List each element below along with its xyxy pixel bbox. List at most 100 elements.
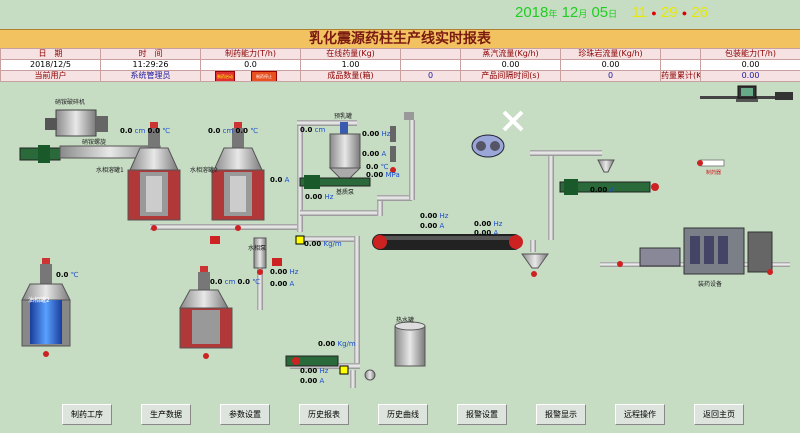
clock-month: 12 (561, 4, 579, 21)
interval-label: 产品间隔时间(s) (460, 70, 561, 82)
clock-hour: 11 (631, 4, 648, 21)
reading-oil-temp: 0.0 ℃ (56, 271, 79, 279)
product-count-value: 0 (400, 70, 461, 82)
tank2-label: 水相溶罐2 (190, 166, 218, 174)
col-blank (660, 48, 701, 60)
table-header-row: 日 期 时 间 制药能力(T/h) 在线药量(Kg) 蒸汽流量(Kg/h) 珍珠… (0, 48, 800, 60)
total-label: 药量累计(Kg) (660, 70, 701, 82)
bottom-pump (285, 355, 376, 381)
date-time-display: 2018年 12月 05日 11 ● 29 ● 26 (515, 4, 708, 21)
reading-temp: 0.0 ℃ (366, 163, 389, 171)
col-time: 时 间 (100, 48, 201, 60)
parameter-settings-button[interactable]: 参数设置 (220, 404, 270, 425)
reading-level-1: 0.0 cm 0.0 ℃ (120, 127, 171, 135)
hot-tank-label: 热水罐 (396, 316, 414, 324)
clock-year-unit: 年 (548, 9, 558, 19)
crusher-label: 硝铵破碎机 (55, 98, 85, 106)
cell-pack: 0.00 (700, 59, 800, 71)
reading-premix-hz: 0.00 Hz (362, 130, 391, 138)
water-pump-label: 水相泵 (248, 244, 266, 252)
reading-belt-hz: 0.00 Hz (420, 212, 449, 220)
history-report-button[interactable]: 历史报表 (299, 404, 349, 425)
total-value: 0.00 (700, 70, 800, 82)
premix-tank: 预乳罐 (328, 112, 362, 181)
process-button[interactable]: 制药工序 (62, 404, 112, 425)
process-diagram: 硝铵破碎机 硝铵螺旋 水相溶罐1 水相溶罐2 (19, 85, 793, 388)
page-title: 乳化震源药柱生产线实时报表 (0, 29, 800, 49)
ammonium-crusher: 硝铵破碎机 (45, 98, 108, 137)
reading-hot-hz: 0.00 Hz (300, 367, 329, 375)
cell-capacity: 0.0 (200, 59, 301, 71)
reading-level-2: 0.0 cm 0.0 ℃ (208, 127, 259, 135)
cutter-label: 制药器 (706, 169, 721, 176)
valve[interactable] (295, 235, 305, 245)
water-phase-tank-1: 水相溶罐1 (96, 122, 181, 231)
report-table: 日 期 时 间 制药能力(T/h) 在线药量(Kg) 蒸汽流量(Kg/h) 珍珠… (0, 48, 800, 82)
col-blank (400, 48, 461, 60)
conveyor-label: 硝铵螺旋 (82, 138, 106, 146)
instrument-column (390, 112, 414, 173)
col-steam: 蒸汽流量(Kg/h) (460, 48, 561, 60)
oil-phase-tank: 油相罐2 (21, 258, 71, 357)
production-data-button[interactable]: 生产数据 (141, 404, 191, 425)
reading-tank3: 0.0 cm 0.0 ℃ (210, 278, 261, 286)
cell-date: 2018/12/5 (0, 59, 101, 71)
valve[interactable] (272, 258, 282, 266)
user-value: 系统管理员 (100, 70, 201, 82)
oil-tank-label: 油相罐2 (28, 296, 50, 304)
valve[interactable] (210, 236, 220, 244)
table-row: 2018/12/5 11:29:26 0.0 1.00 0.00 0.00 0.… (0, 59, 800, 71)
belt-conveyor (372, 234, 523, 250)
cell-online: 1.00 (300, 59, 401, 71)
reading-belt2-hz: 0.00 Hz (474, 220, 503, 228)
interval-value: 0 (560, 70, 661, 82)
col-pack: 包装能力(T/h) (700, 48, 800, 60)
home-button[interactable]: 返回主页 (694, 404, 744, 425)
history-curve-button[interactable]: 历史曲线 (378, 404, 428, 425)
reading-base-hz: 0.00 Hz (305, 193, 334, 201)
reading-flow: 0.00 Kg/m (304, 240, 342, 248)
alarm-display-button[interactable]: 报警显示 (536, 404, 586, 425)
cell-steam: 0.00 (460, 59, 561, 71)
reading-belt-a: 0.00 A (420, 222, 445, 230)
col-perlite: 珍珠岩流量(Kg/h) (560, 48, 661, 60)
base-pump: 基质泵 (299, 175, 371, 196)
valve[interactable] (339, 365, 349, 375)
reading-tank2-current: 0.0 A (270, 176, 290, 184)
col-date: 日 期 (0, 48, 101, 60)
cell-blank (660, 59, 701, 71)
reading-belt2-a: 0.00 A (474, 229, 499, 237)
tank1-label: 水相溶罐1 (96, 166, 124, 174)
start-indicator[interactable]: 制药启动 (215, 71, 235, 81)
cell-blank (400, 59, 461, 71)
fan-icon[interactable] (502, 110, 524, 132)
water-phase-pump: 水相泵 (248, 237, 267, 275)
clock-year: 2018 (515, 4, 549, 21)
status-indicators: 制药启动 制药停止 (200, 70, 301, 82)
reading-pressure: 0.00 MPa (366, 171, 400, 179)
user-label: 当前用户 (0, 70, 101, 82)
reading-premix-level: 0.0 cm (300, 126, 326, 134)
cell-time: 11:29:26 (100, 59, 201, 71)
screw-conveyor: 硝铵螺旋 (19, 138, 161, 163)
gear-pump-icon (471, 134, 505, 158)
clock-day-unit: 日 (608, 9, 618, 19)
reading-feeder-a: 0.00 A (590, 186, 615, 194)
clock-day: 05 (591, 4, 609, 21)
clock-month-unit: 月 (578, 9, 588, 19)
remote-operation-button[interactable]: 远程操作 (615, 404, 665, 425)
reading-premix-a: 0.00 A (362, 150, 387, 158)
alarm-settings-button[interactable]: 报警设置 (457, 404, 507, 425)
base-pump-label: 基质泵 (336, 188, 354, 196)
col-online: 在线药量(Kg) (300, 48, 401, 60)
clock-separator: ● (651, 8, 657, 19)
user-row: 当前用户 系统管理员 制药启动 制药停止 成品数量(箱) 0 产品间隔时间(s)… (0, 70, 800, 82)
cutter-indicator: 制药器 (697, 159, 725, 176)
hopper (521, 253, 549, 277)
col-capacity: 制药能力(T/h) (200, 48, 301, 60)
computer-icon (736, 85, 793, 102)
reading-hot-a: 0.00 A (300, 377, 325, 385)
packaging-machine: 装药设备 (617, 227, 773, 288)
clock-second: 26 (691, 4, 708, 21)
stop-indicator[interactable]: 制药停止 (251, 71, 277, 81)
